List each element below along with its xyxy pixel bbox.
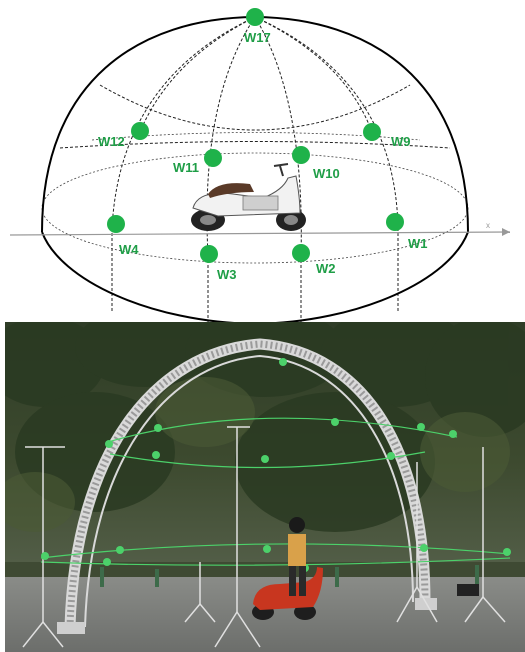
microphone-stands bbox=[22, 426, 506, 648]
tree-highlights bbox=[5, 377, 510, 532]
bollards bbox=[100, 565, 479, 587]
mic-w10-dot bbox=[292, 146, 310, 164]
mic-w17-label: W17 bbox=[244, 30, 271, 45]
microphone-labels: W17 W12 W9 W11 W10 W4 W1 W3 W2 bbox=[98, 30, 428, 282]
mic-w4-label: W4 bbox=[119, 242, 139, 257]
microphone-hemisphere-diagram: x W17 W12 W9 W11 W10 W4 W1 W3 W2 bbox=[9, 8, 511, 326]
mic-w2-dot bbox=[292, 244, 310, 262]
x-axis-label: x bbox=[486, 221, 490, 230]
hedge bbox=[5, 562, 525, 580]
mic-w11-dot bbox=[204, 149, 222, 167]
meridian-lines bbox=[111, 16, 399, 256]
upper-latitude-ring bbox=[99, 84, 411, 131]
photo-microphone-dots bbox=[41, 358, 511, 572]
mic-w3-label: W3 bbox=[217, 267, 237, 282]
hemisphere-bottom bbox=[41, 231, 469, 326]
mic-w11-label: W11 bbox=[173, 160, 199, 175]
mic-w3-dot bbox=[200, 245, 218, 263]
mic-w12-label: W12 bbox=[98, 134, 125, 149]
lower-dashed-lines bbox=[111, 228, 399, 325]
arch-base-left bbox=[57, 622, 85, 634]
scooter-icon bbox=[191, 163, 306, 231]
mic-w17-dot bbox=[246, 8, 264, 26]
mic-w9-dot bbox=[363, 123, 381, 141]
microphone-wires bbox=[40, 417, 511, 566]
mic-w12-dot bbox=[131, 122, 149, 140]
mic-w1-label: W1 bbox=[408, 236, 428, 251]
scooter-and-rider bbox=[252, 517, 323, 620]
mic-w4-dot bbox=[107, 215, 125, 233]
equipment-case bbox=[457, 584, 479, 596]
mic-w2-label: W2 bbox=[316, 261, 336, 276]
truss-arch bbox=[64, 338, 431, 628]
mic-w9-label: W9 bbox=[391, 134, 411, 149]
test-site-photo bbox=[5, 322, 525, 652]
mic-w1-dot bbox=[386, 213, 404, 231]
middle-latitude-ring bbox=[59, 141, 451, 149]
mic-w10-label: W10 bbox=[313, 166, 340, 181]
x-axis: x bbox=[9, 221, 511, 236]
microphone-markers bbox=[107, 8, 404, 263]
